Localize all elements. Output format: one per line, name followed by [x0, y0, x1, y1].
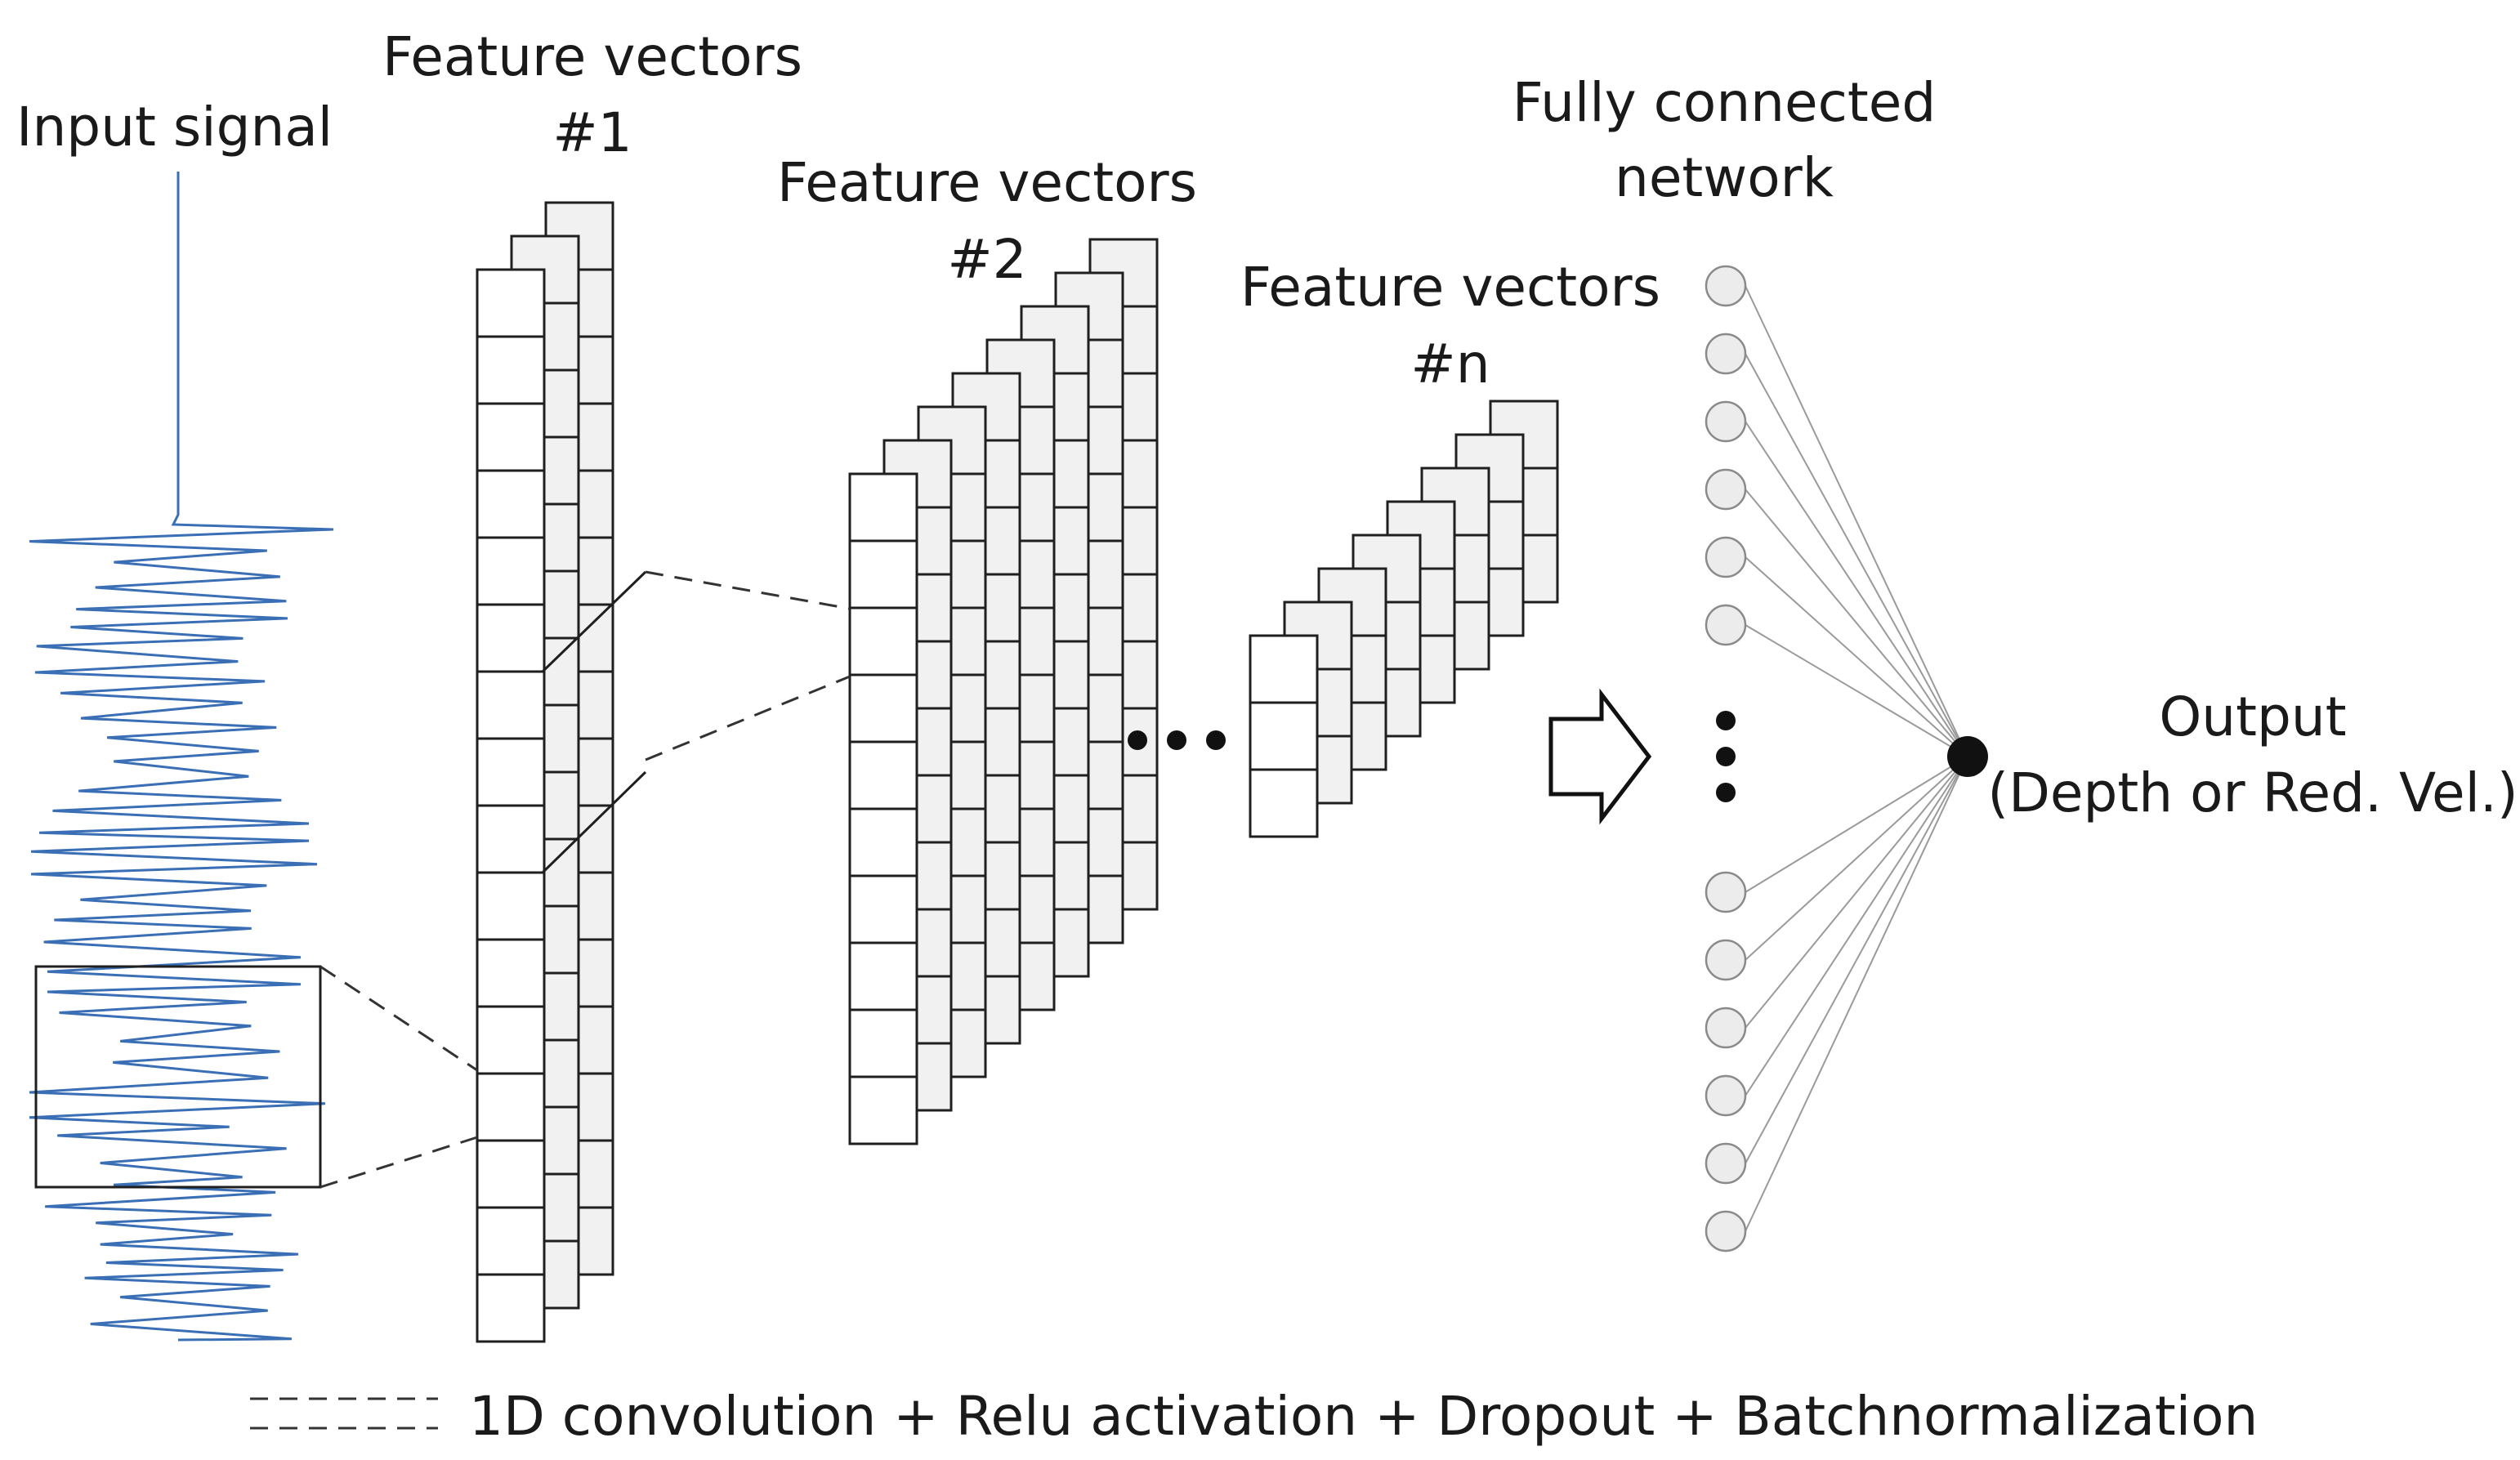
fc-connection-line	[1745, 756, 1968, 961]
fc-input-node	[1705, 333, 1747, 375]
fc-input-node	[1705, 604, 1747, 646]
feature-vector-2-cell	[848, 1075, 918, 1145]
fc-connection-line	[1745, 756, 1968, 1029]
feature-vector-1-cell	[476, 1206, 546, 1276]
feature-vector-2-cell	[848, 941, 918, 1011]
projection-line	[319, 1136, 478, 1189]
feature-vector-2-cell	[848, 740, 918, 810]
fc-connection-line	[1745, 756, 1968, 1096]
feature-vector-1-cell	[476, 737, 546, 807]
feature-vector-n-cell	[1249, 768, 1319, 838]
ellipsis-dot	[1716, 783, 1736, 802]
feature-vector-2-cell	[848, 874, 918, 944]
feature-vector-2-cell	[848, 539, 918, 609]
feature-vectors-1-stack	[476, 201, 614, 1343]
fc-input-node	[1705, 1210, 1747, 1252]
input-signal-waveform	[29, 172, 334, 1342]
feature-vectors-1-number: #1	[552, 101, 632, 164]
feature-vectors-n-title: Feature vectors	[1240, 256, 1660, 319]
feature-vector-1-cell	[476, 268, 546, 338]
projection-line	[645, 675, 851, 761]
feature-vector-2-cell	[848, 472, 918, 542]
kernel-edge-line	[541, 770, 647, 874]
feature-vector-1-cell	[476, 1005, 546, 1075]
fc-connection-line	[1745, 489, 1968, 757]
feature-vectors-2-title: Feature vectors	[777, 151, 1197, 214]
feature-vector-1-cell	[476, 670, 546, 740]
feature-vector-2-cell	[848, 1008, 918, 1078]
feature-vectors-n-number: #n	[1410, 333, 1490, 395]
fully-connected-label-line1: Fully connected	[1512, 71, 1937, 134]
ellipsis-dot	[1716, 747, 1736, 766]
feature-vector-1-cell	[476, 1273, 546, 1343]
ellipsis-dot	[1206, 730, 1226, 750]
feature-vector-1-cell	[476, 536, 546, 606]
fc-connection-line	[1745, 756, 1968, 1232]
feature-vector-1-cell	[476, 1072, 546, 1142]
feature-vector-1-cell	[476, 402, 546, 472]
fc-input-nodes	[1705, 265, 1747, 1252]
feature-vector-2-cell	[848, 807, 918, 877]
fully-connected-label-line2: network	[1615, 146, 1834, 209]
feature-vector-n-cell	[1249, 634, 1319, 704]
feature-vector-1-cell	[476, 603, 546, 673]
fc-input-node	[1705, 536, 1747, 578]
feature-vector-1-cell	[476, 804, 546, 874]
fc-input-node	[1705, 1074, 1747, 1117]
signal-window-box	[34, 965, 322, 1189]
flatten-arrow-icon	[1548, 688, 1652, 825]
ellipsis-dot	[1128, 730, 1147, 750]
kernel-edge-line	[541, 570, 647, 673]
fc-connection-line	[1745, 624, 1968, 757]
feature-vectors-n-stack	[1249, 400, 1559, 838]
fc-input-node	[1705, 468, 1747, 511]
feature-vector-1-cell	[476, 469, 546, 539]
feature-vectors-1-title: Feature vectors	[382, 25, 802, 88]
feature-vector-1-cell	[476, 938, 546, 1008]
feature-vector-1-cell	[476, 335, 546, 405]
fc-connection-line	[1745, 353, 1968, 757]
input-signal-label: Input signal	[16, 96, 333, 159]
feature-vector-1-cell	[476, 1139, 546, 1209]
fc-connection-line	[1745, 756, 1968, 1164]
fc-connection-line	[1745, 421, 1968, 757]
fc-input-node	[1705, 265, 1747, 307]
feature-vector-2-cell	[848, 606, 918, 676]
fc-input-node	[1705, 871, 1747, 913]
feature-vector-1-cell	[476, 871, 546, 941]
fc-connections	[1745, 285, 1968, 1232]
feature-vectors-2-stack	[848, 238, 1159, 1145]
feature-vector-2-cell	[848, 673, 918, 743]
fc-connection-line	[1745, 556, 1968, 757]
output-label-line2: (Depth or Red. Vel.)	[1987, 761, 2518, 824]
fc-input-node	[1705, 939, 1747, 981]
feature-vector-n-cell	[1249, 701, 1319, 771]
fc-connection-line	[1745, 285, 1968, 757]
feature-vectors-2-number: #2	[947, 228, 1026, 291]
legend-text: 1D convolution + Relu activation + Dropo…	[469, 1385, 2258, 1448]
projection-line	[319, 965, 478, 1072]
ellipsis-dot	[1716, 711, 1736, 730]
fc-input-node	[1705, 400, 1747, 443]
fc-connection-line	[1745, 756, 1968, 893]
projection-line	[645, 570, 851, 610]
output-label-line1: Output	[2159, 685, 2346, 748]
ellipsis-dot	[1167, 730, 1186, 750]
output-node	[1947, 736, 1988, 777]
fc-input-node	[1705, 1007, 1747, 1049]
fc-input-node	[1705, 1142, 1747, 1185]
